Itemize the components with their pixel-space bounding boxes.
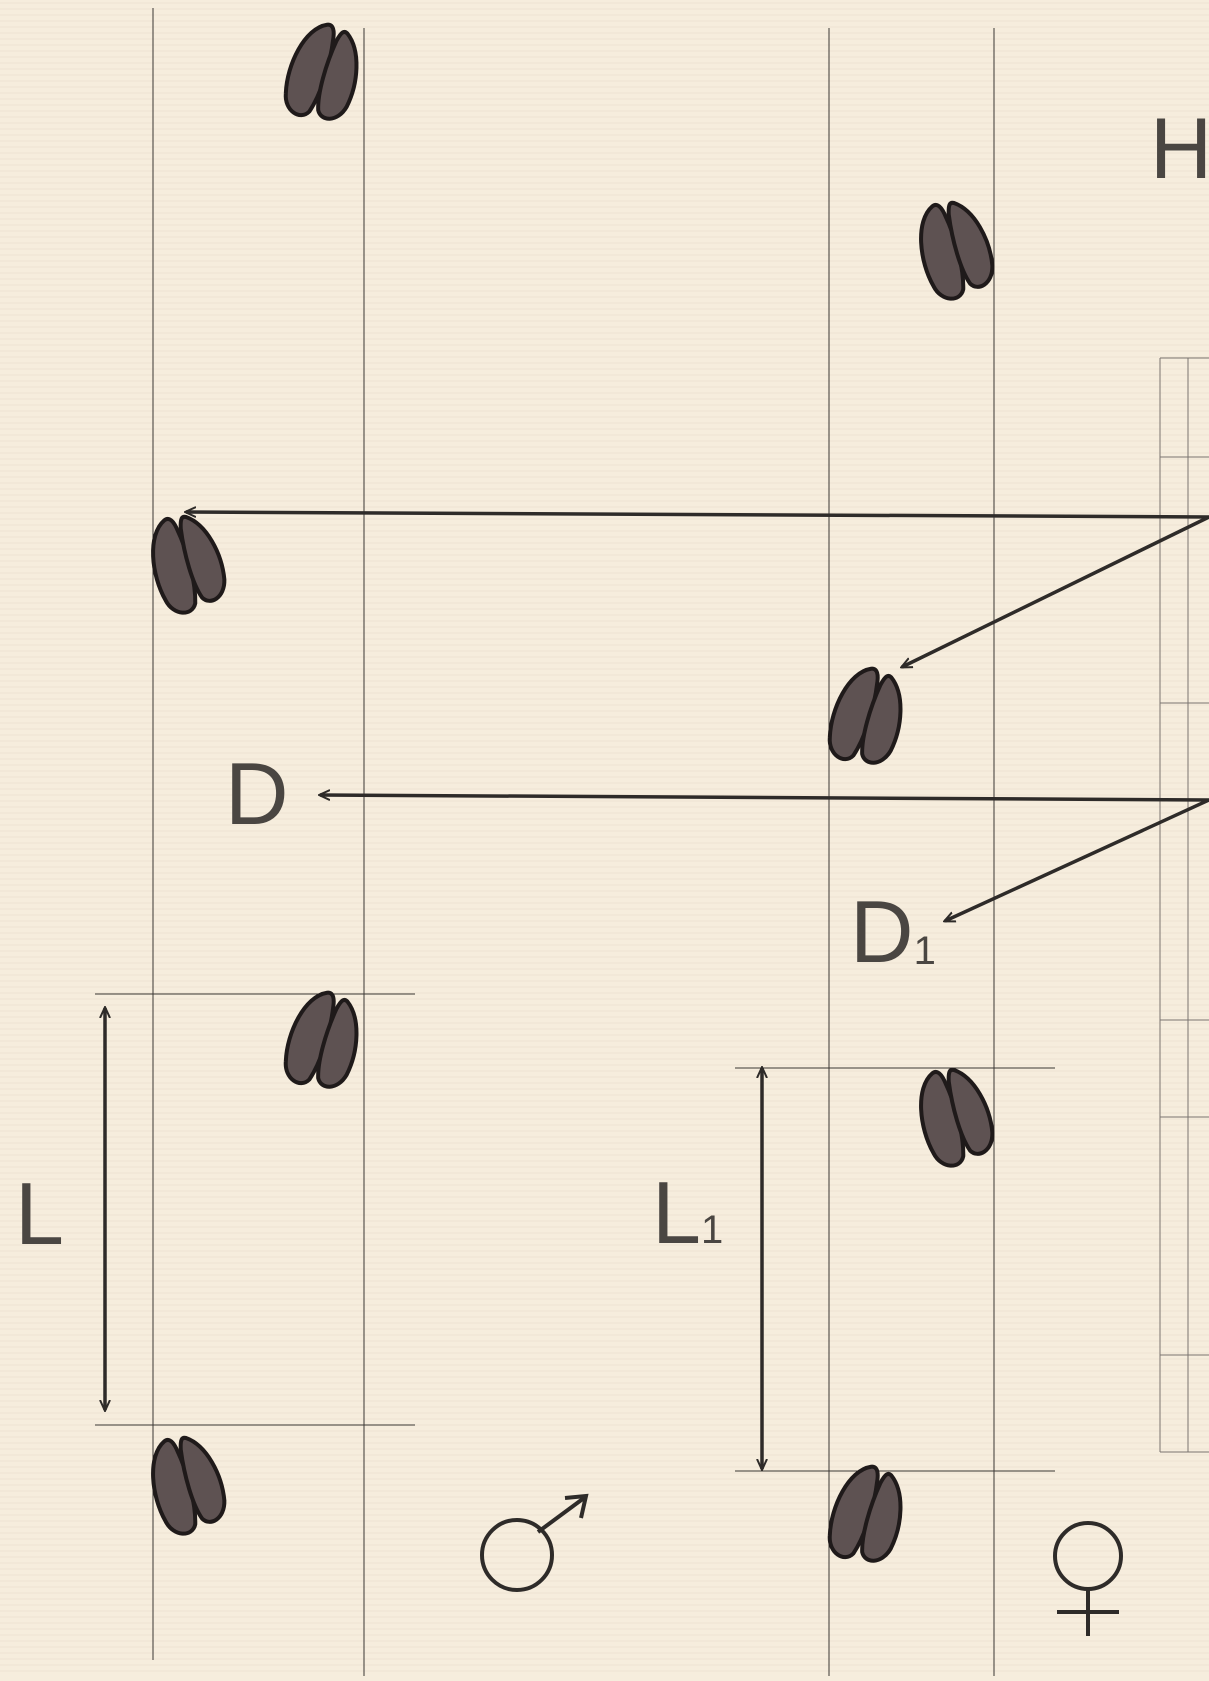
heading-fragment: H <box>1150 101 1209 197</box>
straddle-label-male: D <box>225 744 289 843</box>
stride-label-male: L <box>15 1164 64 1263</box>
